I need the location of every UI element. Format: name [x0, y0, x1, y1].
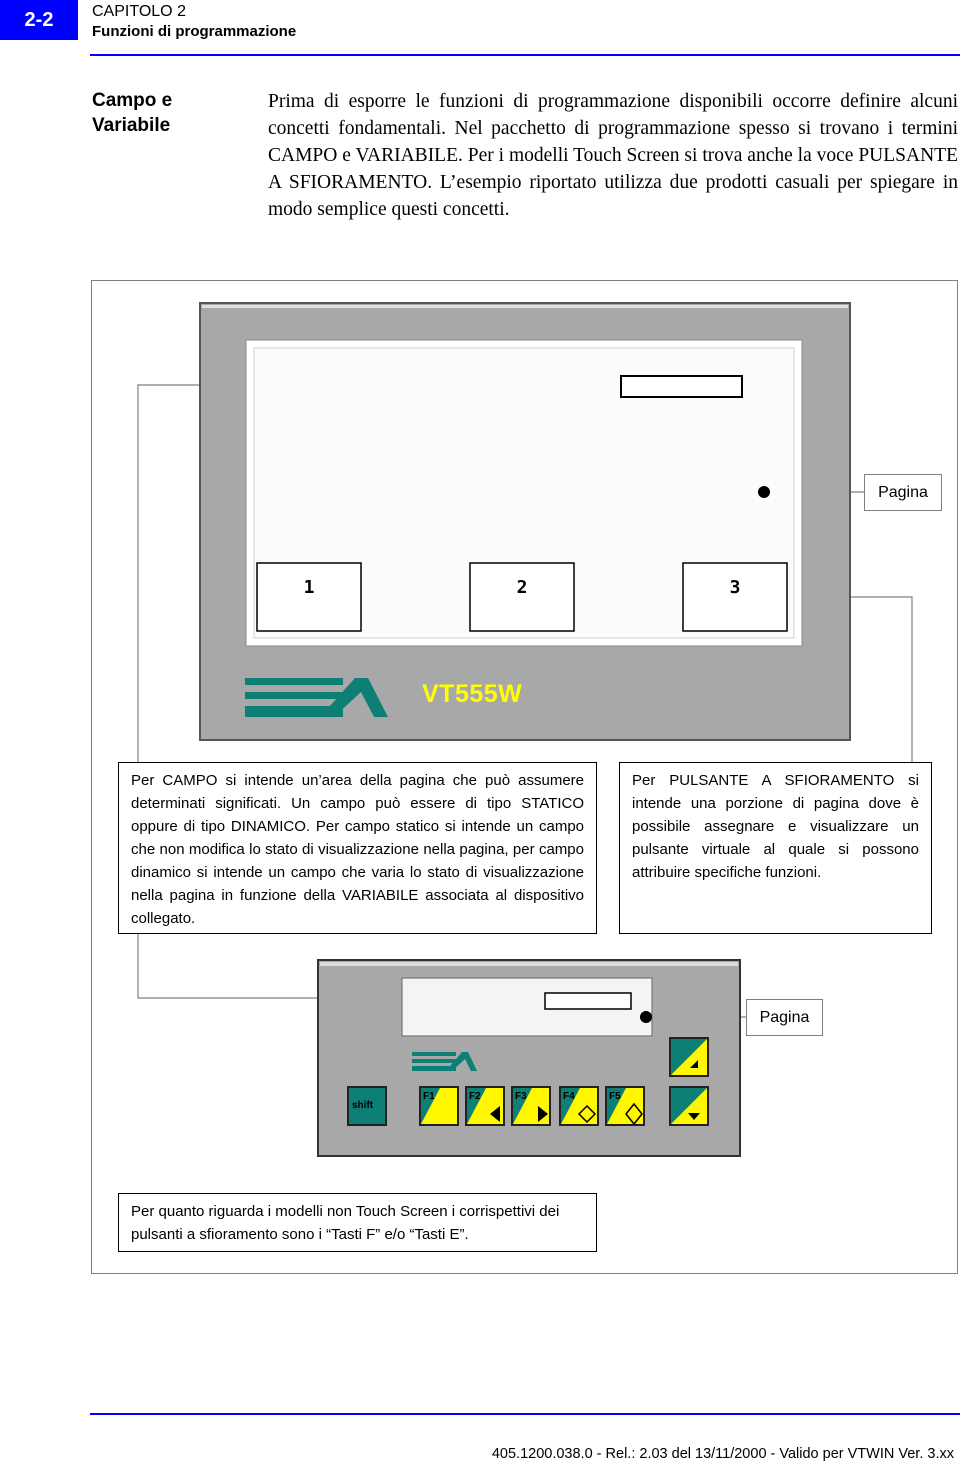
note-box: Per quanto riguarda i modelli non Touch …: [118, 1193, 597, 1252]
touch-button-2-label: 2: [516, 576, 528, 598]
touch-panel-illustration: [199, 302, 851, 741]
page-label-touch: Pagina: [864, 474, 942, 511]
chapter-title: Funzioni di programmazione: [92, 23, 297, 40]
pulsante-description-box: Per PULSANTE A SFIORAMENTO si intende un…: [619, 762, 932, 934]
campo-description-box: Per CAMPO si intende un’area della pagin…: [118, 762, 597, 934]
header-rule: [90, 54, 960, 56]
intro-paragraph: Prima di esporre le funzioni di programm…: [268, 91, 958, 220]
chapter-label: CAPITOLO 2: [92, 3, 186, 20]
model-label: VT555W: [422, 680, 523, 708]
figure-frame: [91, 280, 958, 1274]
key-f2-label: F2: [469, 1091, 481, 1102]
esa-logo-small: [412, 1052, 477, 1071]
keypad-panel-illustration: [317, 959, 741, 1157]
section-side-title: Campo e Variabile: [92, 90, 173, 136]
esa-logo-large: [245, 678, 388, 717]
key-f3-label: F3: [515, 1091, 527, 1102]
page-label-keypad: Pagina: [746, 999, 823, 1036]
key-f4-label: F4: [563, 1091, 575, 1102]
key-shift-label: shift: [352, 1100, 374, 1111]
touch-button-2: [469, 562, 575, 632]
key-f1-label: F1: [423, 1091, 435, 1102]
dynamic-field-rect: [620, 375, 743, 398]
touch-button-3-label: 3: [729, 576, 741, 598]
footer-rule: [90, 1413, 960, 1415]
touch-button-1-label: 1: [303, 576, 315, 598]
keypad-field-rect: [544, 992, 632, 1010]
touch-button-1: [256, 562, 362, 632]
page-number-badge: 2-2: [0, 0, 78, 40]
key-f5-label: F5: [609, 1091, 621, 1102]
footer-text: 405.1200.038.0 - Rel.: 2.03 del 13/11/20…: [491, 1446, 954, 1462]
touch-button-3: [682, 562, 788, 632]
